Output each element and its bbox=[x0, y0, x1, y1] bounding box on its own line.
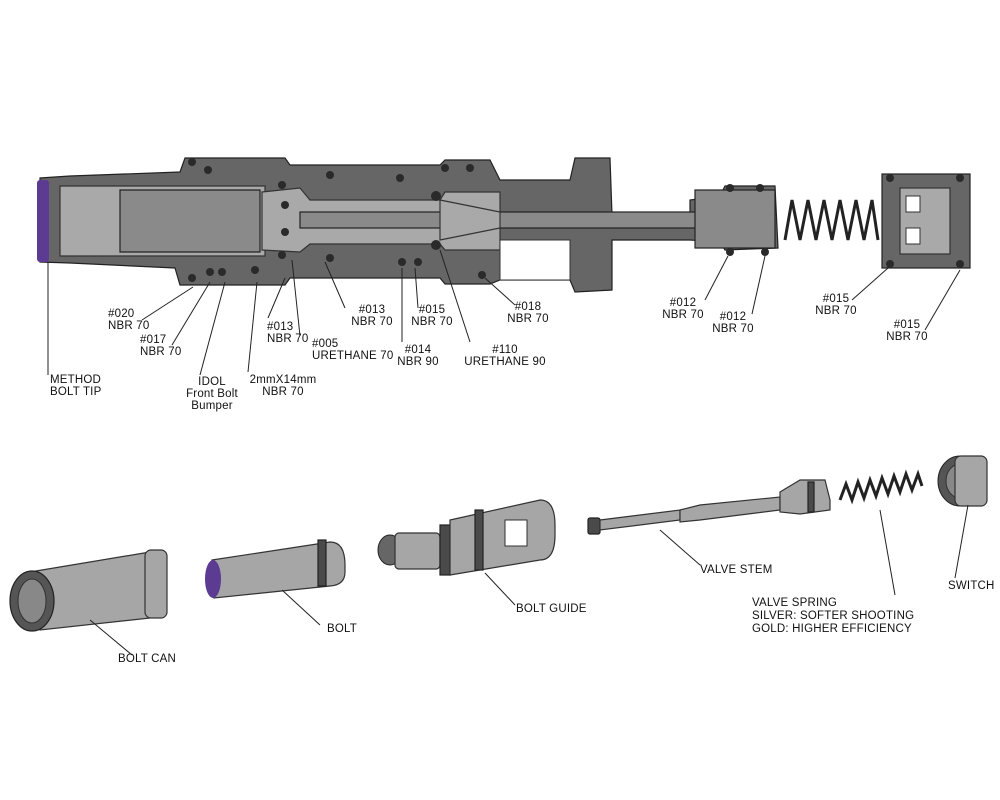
part-labels: BOLT CAN BOLT BOLT GUIDE VALVE STEM VALV… bbox=[118, 564, 995, 665]
bolt-part bbox=[205, 539, 346, 599]
section-leader-lines bbox=[47, 249, 961, 376]
section-switch bbox=[881, 173, 971, 269]
label-bolt: BOLT bbox=[327, 623, 357, 635]
label-switch: SWITCH bbox=[948, 580, 995, 592]
section-label-line: #018 bbox=[515, 301, 541, 313]
section-label-line: Bumper bbox=[191, 400, 232, 412]
label-valve-spring-2: SILVER: SOFTER SHOOTING bbox=[752, 610, 914, 622]
section-label-line: NBR 70 bbox=[712, 323, 753, 335]
valve-head bbox=[694, 189, 776, 249]
bolt-can-part bbox=[9, 549, 168, 632]
section-label-line: NBR 90 bbox=[397, 356, 438, 368]
section-label-line: NBR 70 bbox=[108, 320, 149, 332]
guide-window bbox=[499, 239, 571, 281]
label-valve-spring-1: VALVE SPRING bbox=[752, 597, 837, 609]
bolt-guide-part bbox=[377, 499, 556, 576]
section-label-line: URETHANE 90 bbox=[464, 356, 545, 368]
section-label-line: #005 bbox=[312, 338, 338, 350]
label-bolt-can: BOLT CAN bbox=[118, 653, 176, 665]
section-label-line: #015 bbox=[419, 304, 445, 316]
label-valve-stem: VALVE STEM bbox=[700, 564, 773, 576]
section-label-line: #013 bbox=[267, 321, 293, 333]
valve-stem-cone bbox=[439, 199, 501, 241]
section-orings bbox=[188, 158, 769, 282]
section-label-line: NBR 70 bbox=[267, 333, 308, 345]
valve-stem-part bbox=[587, 479, 831, 535]
section-label-line: #015 bbox=[823, 293, 849, 305]
section-label-line: IDOL bbox=[198, 376, 226, 388]
section-label-line: #110 bbox=[492, 344, 518, 356]
label-valve-spring-3: GOLD: HIGHER EFFICIENCY bbox=[752, 623, 912, 635]
section-label-line: URETHANE 70 bbox=[312, 350, 393, 362]
exploded-parts bbox=[9, 455, 988, 632]
section-label-line: #015 bbox=[894, 319, 920, 331]
bolt-can-inner bbox=[119, 189, 261, 253]
section-label-line: #017 bbox=[140, 334, 166, 346]
section-label-line: #014 bbox=[405, 344, 432, 356]
section-label-line: #012 bbox=[720, 311, 746, 323]
section-label-line: NBR 70 bbox=[507, 313, 548, 325]
section-label-line: NBR 70 bbox=[411, 316, 452, 328]
section-spring bbox=[783, 199, 880, 241]
section-label-line: METHOD bbox=[50, 374, 101, 386]
switch-part bbox=[937, 455, 988, 507]
label-bolt-guide: BOLT GUIDE bbox=[516, 603, 587, 615]
bolt-tip-purple bbox=[37, 180, 49, 262]
section-label-line: NBR 70 bbox=[140, 346, 181, 358]
section-label-line: BOLT TIP bbox=[50, 386, 102, 398]
section-label-line: Front Bolt bbox=[186, 388, 238, 400]
part-leader-lines bbox=[89, 504, 969, 656]
cross-section-assembly bbox=[37, 157, 971, 293]
section-label-line: #020 bbox=[108, 308, 134, 320]
section-label-line: NBR 70 bbox=[262, 386, 303, 398]
section-label-line: #013 bbox=[359, 304, 385, 316]
valve-spring-part bbox=[838, 469, 924, 505]
section-label-line: 2mmX14mm bbox=[250, 374, 317, 386]
section-label-line: NBR 70 bbox=[815, 305, 856, 317]
section-label-line: NBR 70 bbox=[662, 309, 703, 321]
section-label-line: NBR 70 bbox=[886, 331, 927, 343]
section-label-line: #012 bbox=[670, 297, 696, 309]
section-label-line: NBR 70 bbox=[351, 316, 392, 328]
